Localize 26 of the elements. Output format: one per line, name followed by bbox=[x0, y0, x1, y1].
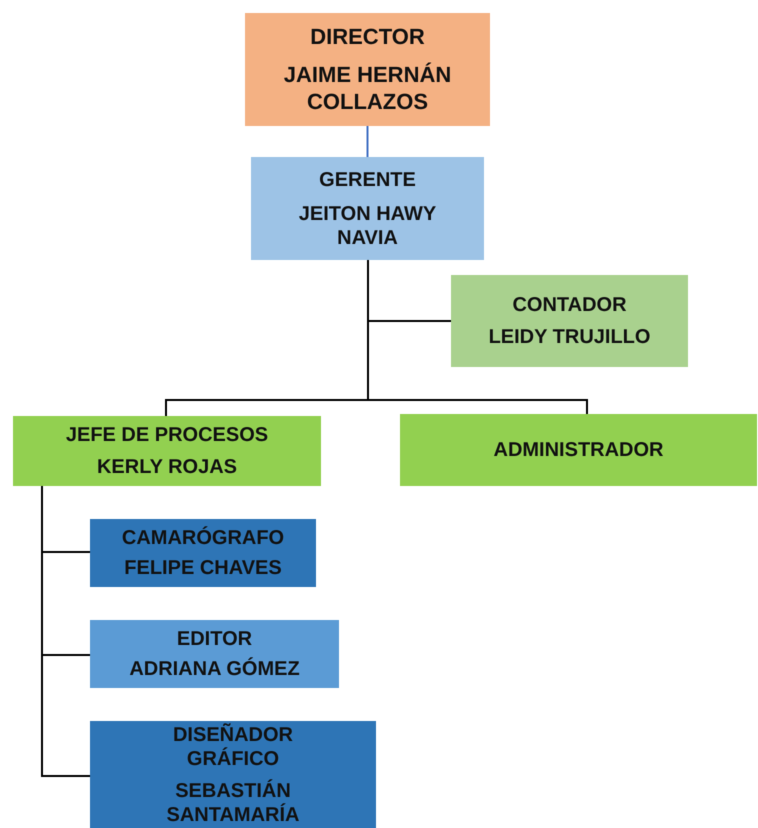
org-box bbox=[245, 13, 490, 126]
org-box bbox=[90, 721, 376, 828]
connector-line bbox=[41, 486, 90, 777]
role-title: CONTADOR bbox=[512, 293, 627, 317]
role-title: GERENTE bbox=[319, 168, 416, 192]
role-title: JEFE DE PROCESOS bbox=[66, 423, 268, 447]
org-box bbox=[400, 414, 757, 486]
person-name: KERLY ROJAS bbox=[96, 455, 238, 479]
org-box bbox=[90, 620, 339, 688]
person-name: FELIPE CHAVES bbox=[124, 556, 282, 580]
person-name: ADRIANA GÓMEZ bbox=[129, 657, 300, 681]
role-title: ADMINISTRADOR bbox=[494, 438, 664, 462]
person-name: JEITON HAWY NAVIA bbox=[298, 202, 438, 250]
org-box bbox=[251, 157, 484, 260]
person-name: JAIME HERNÁN COLLAZOS bbox=[282, 62, 452, 116]
role-title: CAMARÓGRAFO bbox=[122, 526, 284, 550]
org-box bbox=[451, 275, 688, 367]
role-title: DIRECTOR bbox=[310, 24, 425, 50]
role-title: EDITOR bbox=[176, 627, 252, 651]
role-title: DISEÑADOR GRÁFICO bbox=[172, 722, 294, 770]
connector-line bbox=[367, 260, 588, 414]
connector-line bbox=[366, 126, 368, 157]
person-name: LEIDY TRUJILLO bbox=[488, 325, 650, 349]
org-box bbox=[13, 416, 321, 486]
org-box bbox=[90, 519, 316, 587]
person-name: SEBASTIÁN SANTAMARÍA bbox=[166, 778, 300, 826]
